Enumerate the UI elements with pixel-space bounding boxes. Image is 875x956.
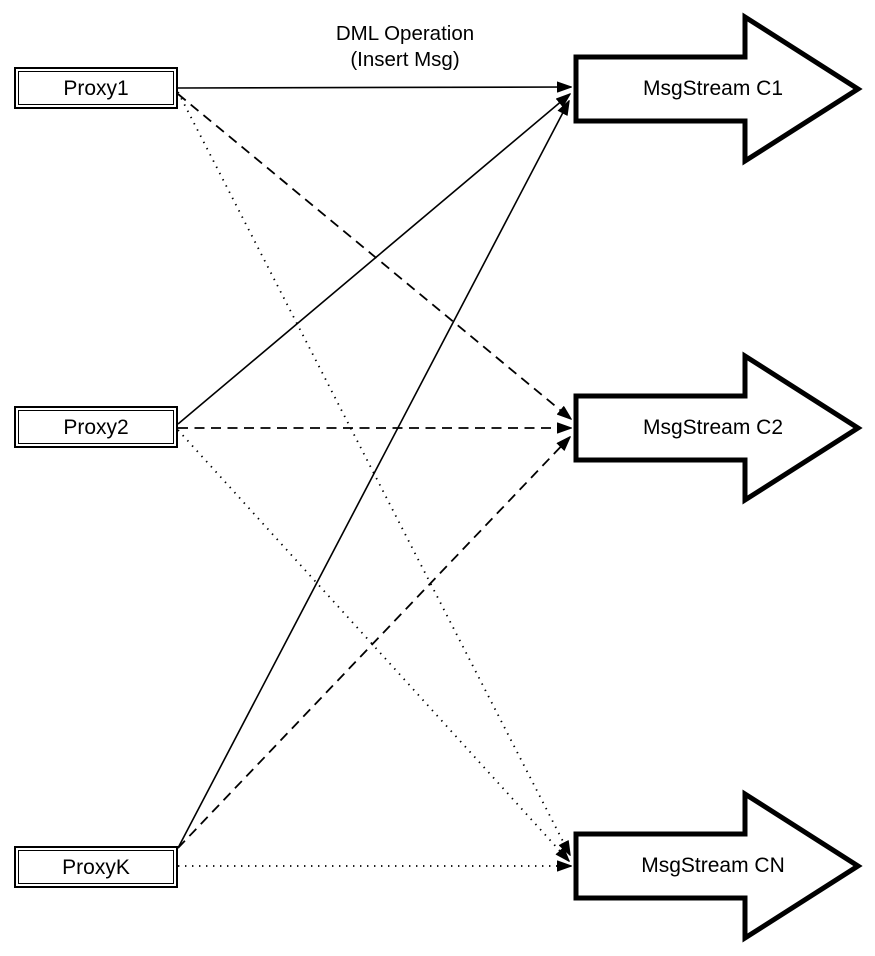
dml-operation-label-line2: (Insert Msg) bbox=[350, 48, 460, 71]
msgstream-cn-label: MsgStream CN bbox=[641, 854, 785, 877]
edge-proxy1-to-msgstream-c1 bbox=[177, 87, 571, 88]
proxy1-box: Proxy1 bbox=[14, 67, 178, 109]
msgstream-cn-arrow-shape bbox=[573, 789, 863, 943]
proxy2-label: Proxy2 bbox=[63, 415, 129, 439]
msgstream-c1-arrow-shape bbox=[573, 12, 863, 166]
edge-proxy1-to-msgstream-cn bbox=[177, 91, 570, 855]
proxyk-label: ProxyK bbox=[62, 855, 130, 879]
edge-proxyk-to-msgstream-c2 bbox=[177, 437, 570, 849]
msgstream-c2-arrow-shape bbox=[573, 351, 863, 505]
proxy2-box: Proxy2 bbox=[14, 406, 178, 448]
edge-proxy2-to-msgstream-c1 bbox=[177, 94, 570, 425]
edge-proxy2-to-msgstream-cn bbox=[177, 429, 569, 861]
edge-proxy1-to-msgstream-c2 bbox=[177, 93, 571, 419]
msgstream-c2-label: MsgStream C2 bbox=[642, 416, 784, 439]
proxyk-box: ProxyK bbox=[14, 846, 178, 888]
dml-operation-label: DML Operation (Insert Msg) bbox=[280, 21, 530, 73]
dml-operation-label-line1: DML Operation bbox=[335, 22, 475, 45]
msgstream-c1-label: MsgStream C1 bbox=[642, 77, 784, 100]
proxy1-label: Proxy1 bbox=[63, 76, 129, 100]
edge-proxyk-to-msgstream-c1 bbox=[177, 101, 569, 849]
